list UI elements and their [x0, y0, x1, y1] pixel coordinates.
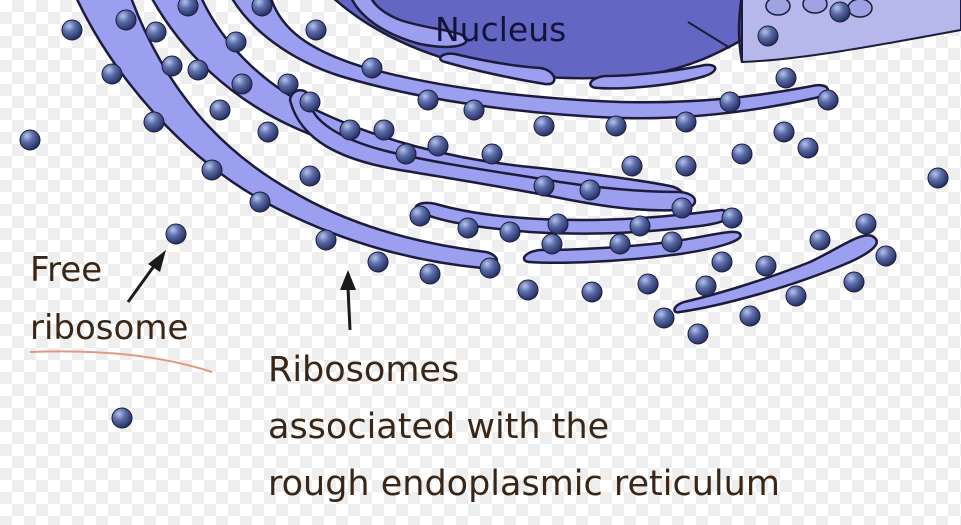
ribosome-icon: [395, 143, 417, 165]
ribosome-icon: [731, 143, 753, 165]
ribosome-icon: [675, 111, 697, 133]
ribosome-icon: [775, 67, 797, 89]
ribosome-icon: [719, 91, 741, 113]
rer-ribosomes-label: Ribosomes associated with the rough endo…: [268, 342, 780, 513]
free-ribosome-label-line1: Free: [30, 250, 103, 290]
ribosome-icon: [817, 89, 839, 111]
ribosome-icon: [187, 59, 209, 81]
arrow-icon: [126, 250, 166, 303]
ribosome-icon: [419, 263, 441, 285]
ribosome-icon: [739, 305, 761, 327]
nuclear-pore: [802, 0, 828, 14]
nucleus-pointer-line: [687, 21, 731, 49]
er-cisterna: [522, 230, 742, 264]
ribosome-icon: [711, 251, 733, 273]
er-cisterna: [351, 0, 468, 49]
ribosome-icon: [339, 119, 361, 141]
ribosome-icon: [19, 129, 41, 151]
ribosome-icon: [417, 89, 439, 111]
rer-label-line2: associated with the: [268, 407, 610, 447]
nucleus-label: Nucleus: [435, 10, 567, 49]
rer-label-line3: rough endoplasmic reticulum: [268, 464, 780, 504]
ribosome-icon: [111, 407, 133, 429]
ribosome-icon: [621, 155, 643, 177]
ribosome-icon: [605, 115, 627, 137]
ribosome-icon: [361, 57, 383, 79]
label-underline: [29, 350, 213, 373]
ribosome-icon: [661, 231, 683, 253]
ribosome-icon: [653, 307, 675, 329]
rer-label-line1: Ribosomes: [268, 350, 460, 390]
ribosome-icon: [209, 99, 231, 121]
ribosome-icon: [115, 9, 137, 31]
ribosome-icon: [843, 271, 865, 293]
nuclear-pore: [765, 0, 791, 16]
ribosome-icon: [177, 0, 199, 17]
ribosome-icon: [687, 323, 709, 345]
ribosome-icon: [547, 213, 569, 235]
ribosome-icon: [165, 223, 187, 245]
ribosome-icon: [499, 221, 521, 243]
ribosome-icon: [671, 197, 693, 219]
ribosome-icon: [675, 155, 697, 177]
ribosome-icon: [579, 179, 601, 201]
ribosome-icon: [609, 233, 631, 255]
ribosome-icon: [479, 257, 501, 279]
ribosome-icon: [251, 0, 273, 17]
ribosome-icon: [927, 167, 949, 189]
er-cisterna: [414, 201, 733, 235]
nuclear-envelope-line: [737, 0, 744, 63]
er-cisterna: [231, 0, 829, 120]
ribosome-icon: [145, 21, 167, 43]
ribosome-icon: [249, 191, 271, 213]
ribosome-icon: [541, 233, 563, 255]
ribosome-icon: [409, 205, 431, 227]
ribosome-icon: [797, 137, 819, 159]
ribosome-icon: [305, 19, 327, 41]
ribosome-icon: [581, 281, 603, 303]
ribosome-icon: [225, 31, 247, 53]
ribosome-icon: [277, 73, 299, 95]
ribosome-icon: [201, 159, 223, 181]
free-ribosome-label-line2: ribosome: [30, 308, 189, 348]
ribosome-icon: [773, 121, 795, 143]
ribosome-icon: [481, 143, 503, 165]
ribosome-icon: [695, 275, 717, 297]
ribosome-icon: [755, 255, 777, 277]
ribosome-icon: [855, 213, 877, 235]
ribosome-icon: [299, 91, 321, 113]
ribosome-icon: [721, 207, 743, 229]
ribosome-icon: [829, 1, 851, 23]
nuclear-pore-region: [741, 0, 961, 64]
er-cisterna: [439, 52, 556, 86]
er-cisterna: [589, 63, 717, 90]
ribosome-icon: [257, 121, 279, 143]
ribosome-icon: [299, 165, 321, 187]
er-cisterna: [673, 234, 878, 314]
ribosome-icon: [463, 99, 485, 121]
ribosomes: [19, 0, 949, 429]
arrow-icon: [340, 270, 356, 331]
ribosome-icon: [231, 73, 253, 95]
ribosome-icon: [427, 135, 449, 157]
ribosome-icon: [315, 229, 337, 251]
ribosome-icon: [629, 215, 651, 237]
ribosome-icon: [533, 175, 555, 197]
ribosome-icon: [533, 115, 555, 137]
ribosome-icon: [875, 245, 897, 267]
ribosome-icon: [367, 251, 389, 273]
ribosome-icon: [785, 285, 807, 307]
ribosome-icon: [373, 119, 395, 141]
ribosome-icon: [143, 111, 165, 133]
ribosome-icon: [161, 55, 183, 77]
nuclear-pore: [847, 0, 873, 18]
ribosome-icon: [637, 273, 659, 295]
ribosome-icon: [517, 279, 539, 301]
ribosome-icon: [101, 63, 123, 85]
ribosome-icon: [757, 25, 779, 47]
ribosome-icon: [457, 217, 479, 239]
ribosome-icon: [809, 229, 831, 251]
ribosome-icon: [61, 19, 83, 41]
